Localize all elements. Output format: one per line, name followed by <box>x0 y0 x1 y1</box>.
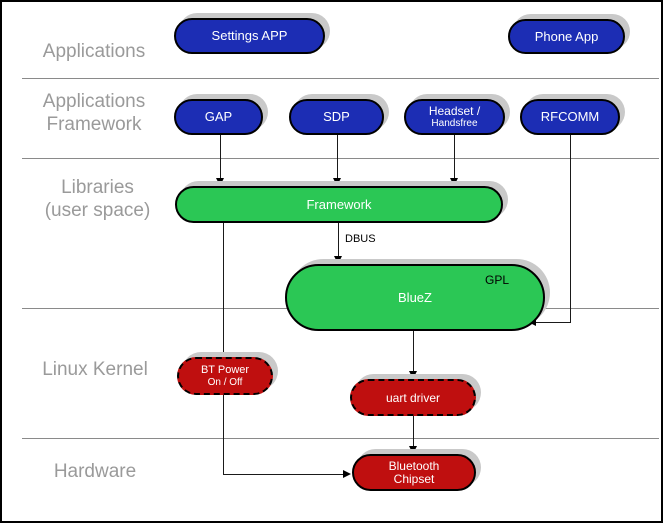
edge-rfcomm-to-bluez <box>536 322 570 323</box>
layer-label-applications: Applications <box>42 41 146 62</box>
node-bluez-label: BlueZ <box>398 289 432 305</box>
arrowhead-into-chipset-left <box>343 470 351 478</box>
layer-label-libraries-user-space: Libraries (user space) <box>44 177 151 221</box>
node-framework-label: Framework <box>306 196 372 212</box>
layer-label-hardware: Hardware <box>53 461 137 482</box>
node-bluez: BlueZ <box>285 264 545 331</box>
edge-bluez-to-uart <box>413 331 414 372</box>
node-bluetooth-chipset-sublabel: Chipset <box>393 471 435 486</box>
edge-sdp-to-framework <box>337 135 338 183</box>
layer-label-applications-framework: Applications Framework <box>42 91 146 135</box>
node-bt-power-sublabel: On / Off <box>207 376 243 388</box>
node-settings-app-label: Settings APP <box>211 28 288 43</box>
arrowhead-gap-framework <box>216 178 224 186</box>
node-bt-power: BT Power On / Off <box>177 357 273 395</box>
arrowhead-headset-framework <box>450 178 458 186</box>
bluez-gpl-badge: GPL <box>485 273 510 287</box>
node-bt-power-label: BT Power <box>200 363 250 376</box>
node-headset-sublabel: Handsfree <box>431 117 478 129</box>
dbus-label: DBUS <box>345 233 376 245</box>
edge-rfcomm-down <box>570 135 571 323</box>
node-rfcomm-label: RFCOMM <box>540 109 600 124</box>
node-gap-label: GAP <box>204 109 233 124</box>
edge-framework-to-bluez-dbus <box>338 223 339 258</box>
layer-divider-4 <box>22 438 659 439</box>
node-framework: Framework <box>175 186 503 223</box>
arrowhead-uart-chipset <box>409 446 417 454</box>
arrowhead-bluez-uart <box>409 371 417 379</box>
node-uart-driver: uart driver <box>350 379 476 416</box>
arrowhead-sdp-framework <box>333 178 341 186</box>
edge-framework-down-left <box>223 223 224 474</box>
node-uart-driver-label: uart driver <box>385 390 441 405</box>
layer-label-linux-kernel: Linux Kernel <box>42 359 148 380</box>
node-rfcomm: RFCOMM <box>520 99 620 135</box>
edge-uart-to-chipset <box>413 416 414 447</box>
arrowhead-framework-bluez <box>334 256 342 264</box>
node-headset-handsfree: Headset / Handsfree <box>404 99 505 135</box>
edge-to-bluetooth-chipset-left <box>223 474 344 475</box>
edge-headset-to-framework <box>454 135 455 183</box>
node-settings-app: Settings APP <box>174 18 325 54</box>
node-phone-app-label: Phone App <box>534 28 599 44</box>
layer-divider-1 <box>22 78 659 79</box>
node-phone-app: Phone App <box>508 19 625 54</box>
node-sdp: SDP <box>289 99 384 135</box>
node-sdp-label: SDP <box>323 109 350 124</box>
layer-divider-2 <box>22 158 659 159</box>
node-headset-label: Headset / <box>428 103 481 118</box>
node-gap: GAP <box>174 99 263 135</box>
node-bluetooth-chipset: Bluetooth Chipset <box>352 454 476 491</box>
edge-gap-to-framework <box>220 135 221 183</box>
node-bluetooth-chipset-label: Bluetooth <box>388 458 440 473</box>
